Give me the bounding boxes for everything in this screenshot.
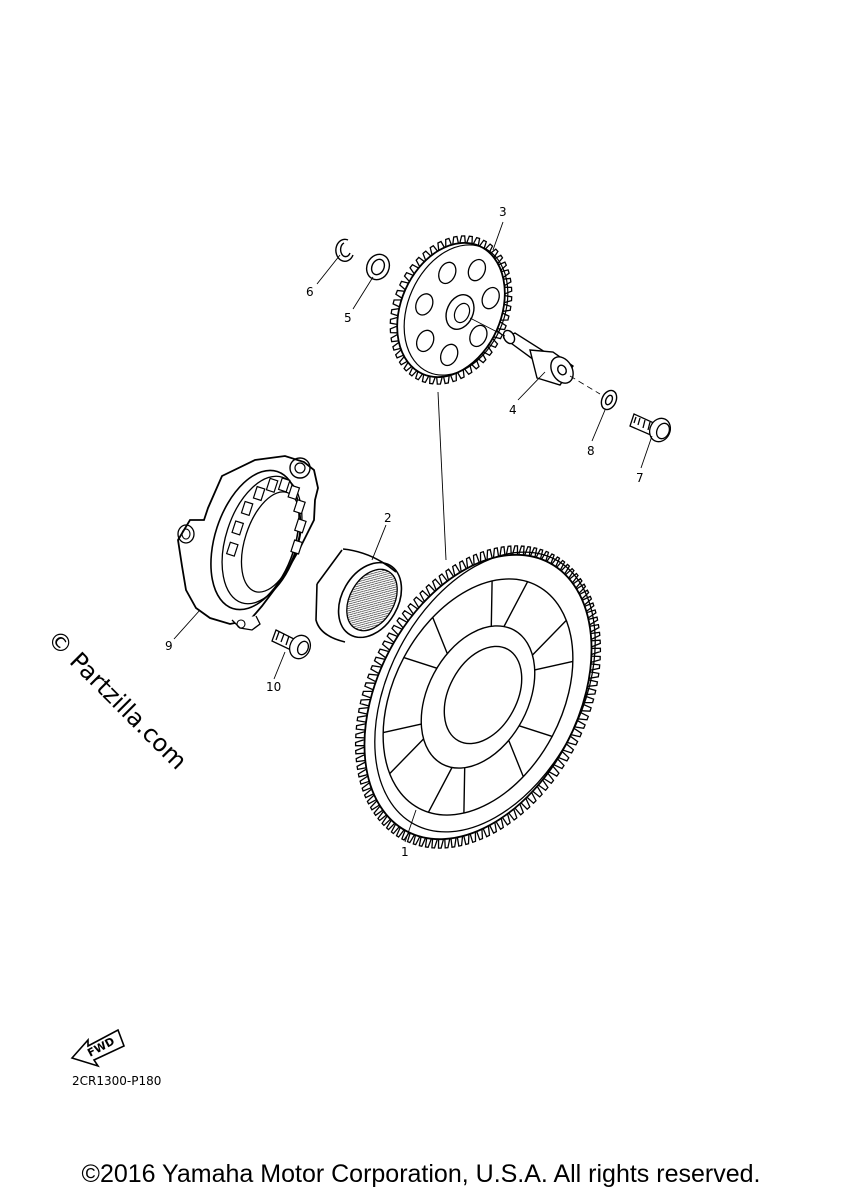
callout-9: 9 <box>165 639 173 653</box>
callouts: 3 6 5 4 8 7 2 9 10 1 <box>165 205 644 859</box>
callout-2: 2 <box>384 511 392 525</box>
callout-10: 10 <box>266 680 281 694</box>
clutch-housing-part-9 <box>177 455 319 631</box>
starter-gear-spokes <box>383 580 573 814</box>
bolt-part-7 <box>629 413 672 443</box>
starter-gear-part-1 <box>354 545 602 849</box>
shaft-part-4 <box>469 317 601 395</box>
clutch-rollers <box>225 477 307 557</box>
washer-part-8 <box>600 389 618 411</box>
callout-7: 7 <box>636 471 644 485</box>
idler-gear-holes <box>415 258 500 367</box>
callout-5: 5 <box>344 311 352 325</box>
idler-gear-part-3 <box>389 235 513 385</box>
circlip-part-6 <box>335 238 354 262</box>
callout-4: 4 <box>509 403 517 417</box>
callout-8: 8 <box>587 444 595 458</box>
part-code: 2CR1300-P180 <box>72 1074 162 1088</box>
copyright-notice: ©2016 Yamaha Motor Corporation, U.S.A. A… <box>81 1160 761 1188</box>
bolt-part-10 <box>271 629 312 660</box>
leader-lines <box>173 221 653 843</box>
callout-1: 1 <box>401 845 409 859</box>
alignment-line <box>437 391 447 561</box>
needle-bearing-part-2 <box>315 548 403 643</box>
callout-3: 3 <box>499 205 507 219</box>
washer-part-5 <box>365 253 391 281</box>
callout-6: 6 <box>306 285 314 299</box>
fwd-arrow-icon: FWD <box>70 1028 126 1068</box>
